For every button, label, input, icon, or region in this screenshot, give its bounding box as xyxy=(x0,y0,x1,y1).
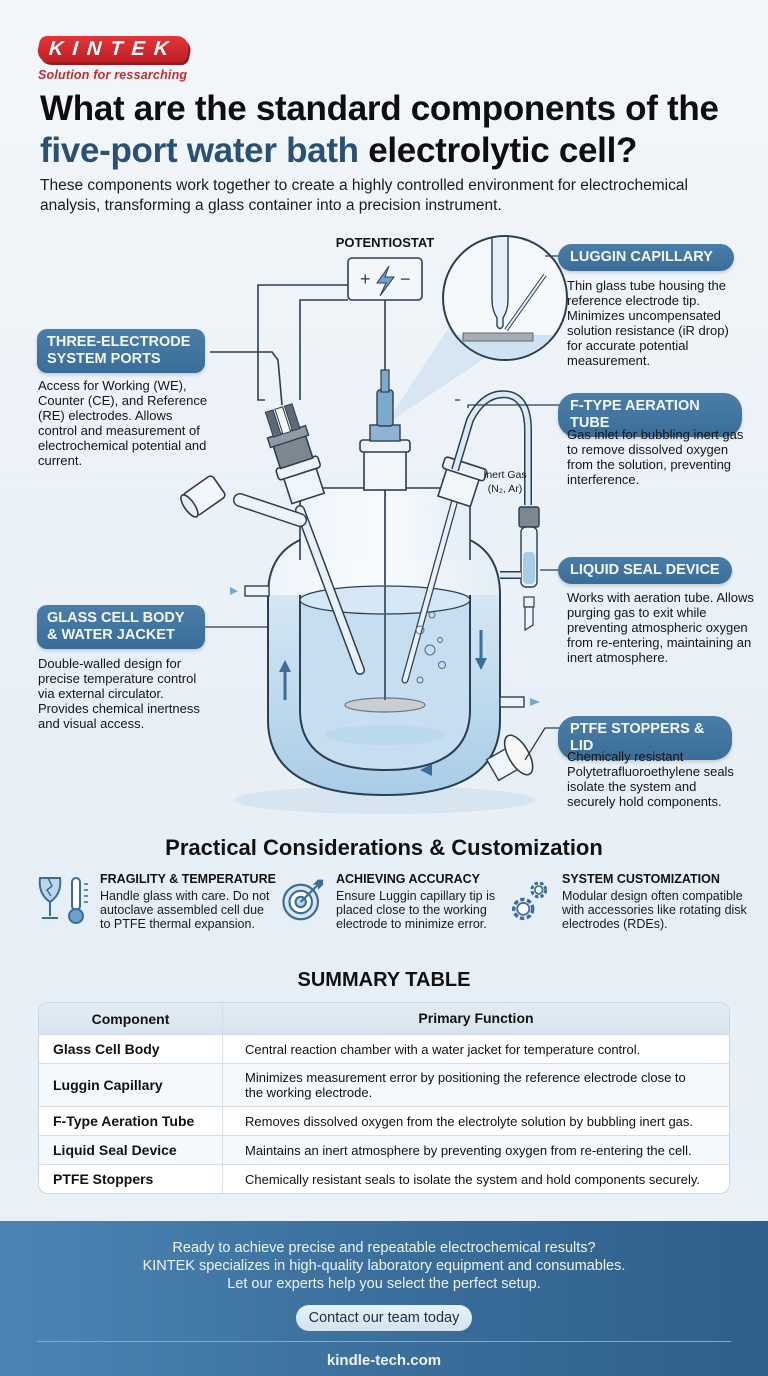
consideration-customization-text: Modular design often compatible with acc… xyxy=(562,889,747,931)
svg-text:Inert Gas: Inert Gas xyxy=(483,469,526,481)
contact-team-button[interactable]: Contact our team today xyxy=(295,1305,473,1331)
target-icon xyxy=(282,879,324,921)
table-cell-component: PTFE Stoppers xyxy=(39,1165,223,1193)
broken-glass-thermometer-icon xyxy=(38,877,88,924)
table-cell-function: Maintains an inert atmosphere by prevent… xyxy=(245,1142,692,1158)
logo-tagline: Solution for ressarching xyxy=(38,68,188,82)
table-row: PTFE Stoppers Chemically resistant seals… xyxy=(39,1164,729,1193)
table-cell-function: Chemically resistant seals to isolate th… xyxy=(245,1171,700,1187)
consideration-accuracy: ACHIEVING ACCURACY Ensure Luggin capilla… xyxy=(280,872,520,932)
callout-ptfe-title: PTFE STOPPERS & LID xyxy=(558,716,732,760)
table-header-component: Component xyxy=(39,1003,223,1034)
table-header-function: Primary Function xyxy=(418,1010,534,1026)
table-cell-component: Glass Cell Body xyxy=(39,1035,223,1063)
kintek-logo: KINTEK Solution for ressarching xyxy=(35,36,194,82)
website-link[interactable]: kindle-tech.com xyxy=(326,1352,442,1369)
callout-luggin-title: LUGGIN CAPILLARY xyxy=(558,244,734,271)
summary-table-title: SUMMARY TABLE xyxy=(297,969,471,991)
table-row: Luggin Capillary Minimizes measurement e… xyxy=(39,1063,729,1106)
consideration-fragility: FRAGILITY & TEMPERATURE Handle glass wit… xyxy=(36,872,276,932)
callout-three-electrode-title: THREE-ELECTRODE SYSTEM PORTS xyxy=(37,329,205,373)
footer-message: Ready to achieve precise and repeatable … xyxy=(142,1240,626,1292)
callout-liquid-seal-text: Works with aeration tube. Allows purging… xyxy=(567,590,754,665)
considerations-title: Practical Considerations & Customization xyxy=(165,835,603,860)
consideration-fragility-title: FRAGILITY & TEMPERATURE xyxy=(100,872,276,886)
svg-text:(N₂, Ar): (N₂, Ar) xyxy=(488,483,522,495)
callout-three-electrode-text: Access for Working (WE), Counter (CE), a… xyxy=(38,378,208,468)
consideration-customization-title: SYSTEM CUSTOMIZATION xyxy=(562,872,720,886)
consideration-accuracy-title: ACHIEVING ACCURACY xyxy=(336,872,480,886)
callout-liquid-seal-title: LIQUID SEAL DEVICE xyxy=(558,557,732,584)
logo-text: KINTEK xyxy=(48,37,179,60)
page-title: What are the standard components of the … xyxy=(40,88,740,172)
table-cell-function: Minimizes measurement error by positioni… xyxy=(245,1070,686,1100)
callout-aeration-title: F-TYPE AERATION TUBE xyxy=(558,393,742,437)
table-row: Glass Cell Body Central reaction chamber… xyxy=(39,1034,729,1063)
table-cell-component: Luggin Capillary xyxy=(39,1064,223,1106)
table-row: F-Type Aeration Tube Removes dissolved o… xyxy=(39,1106,729,1135)
callout-glass-cell-title: GLASS CELL BODY & WATER JACKET xyxy=(37,605,205,649)
footer-divider xyxy=(37,1341,731,1342)
svg-text:−: − xyxy=(400,269,411,289)
callout-aeration-text: Gas inlet for bubbling inert gas to remo… xyxy=(567,427,744,487)
summary-table: Component Primary Function Glass Cell Bo… xyxy=(38,1002,730,1194)
callout-luggin-text: Thin glass tube housing the reference el… xyxy=(567,278,729,368)
gears-icon xyxy=(512,881,548,921)
table-cell-function: Central reaction chamber with a water ja… xyxy=(245,1041,641,1057)
table-cell-component: Liquid Seal Device xyxy=(39,1136,223,1164)
callout-ptfe-text: Chemically resistant Polytetrafluoroethy… xyxy=(567,749,734,809)
consideration-customization: SYSTEM CUSTOMIZATION Modular design ofte… xyxy=(506,872,756,932)
electrolytic-cell-diagram: + − POTENTIOSTAT Inert Gas (N₂, Ar) xyxy=(0,225,768,825)
svg-text:+: + xyxy=(360,269,371,289)
cell-illustration: + − POTENTIOSTAT Inert Gas (N₂, Ar) xyxy=(180,235,568,814)
title-accent: five-port water bath xyxy=(40,131,359,170)
title-line2: electrolytic cell? xyxy=(358,131,638,170)
table-header-row: Component Primary Function xyxy=(39,1003,729,1034)
table-cell-function: Removes dissolved oxygen from the electr… xyxy=(245,1113,694,1129)
footer-banner: Ready to achieve precise and repeatable … xyxy=(0,1221,768,1376)
callout-glass-cell-text: Double-walled design for precise tempera… xyxy=(38,656,200,731)
consideration-fragility-text: Handle glass with care. Do not autoclave… xyxy=(100,889,270,931)
consideration-accuracy-text: Ensure Luggin capillary tip is placed cl… xyxy=(336,889,496,931)
svg-text:POTENTIOSTAT: POTENTIOSTAT xyxy=(336,235,435,250)
table-row: Liquid Seal Device Maintains an inert at… xyxy=(39,1135,729,1164)
page-subtitle: These components work together to create… xyxy=(40,177,688,214)
table-cell-component: F-Type Aeration Tube xyxy=(39,1107,223,1135)
logo-badge: KINTEK xyxy=(35,36,191,62)
title-line1: What are the standard components of the xyxy=(40,89,719,128)
